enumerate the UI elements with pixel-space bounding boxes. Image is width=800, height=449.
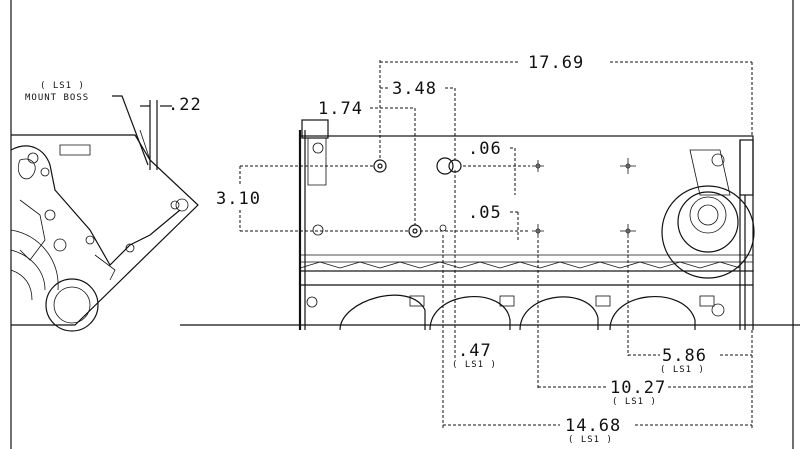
dim-14-68: 14.68 (565, 416, 621, 436)
mount-boss-callout: ( LS1 ) MOUNT BOSS .22 (25, 81, 202, 115)
hole-markers (373, 157, 636, 238)
dim-1-74: 1.74 (318, 99, 363, 119)
block-side-view (10, 100, 199, 332)
dim-3-10: 3.10 (216, 189, 261, 209)
callout-ls1-tag: ( LS1 ) (40, 81, 85, 91)
dimension-lines (239, 60, 753, 430)
ls1-tag-586: ( LS1 ) (660, 365, 705, 375)
dim-0-05: .05 (468, 203, 502, 223)
block-front-view (298, 119, 755, 331)
ls1-tag-1468: ( LS1 ) (568, 435, 613, 445)
ls1-tag-047: ( LS1 ) (452, 360, 497, 370)
callout-mount-boss-label: MOUNT BOSS (25, 93, 89, 103)
dim-5-86: 5.86 (662, 346, 707, 366)
dim-3-48: 3.48 (392, 79, 437, 99)
ls1-tag-1027: ( LS1 ) (612, 397, 657, 407)
dim-0-06: .06 (468, 139, 502, 159)
dim-10-27: 10.27 (610, 378, 666, 398)
dim-overall-17-69: 17.69 (528, 53, 584, 73)
frame-lines (10, 0, 800, 449)
mount-boss-leader (112, 95, 172, 166)
dim-mount-boss-022: .22 (168, 95, 202, 115)
dim-0-47: .47 (458, 341, 492, 361)
